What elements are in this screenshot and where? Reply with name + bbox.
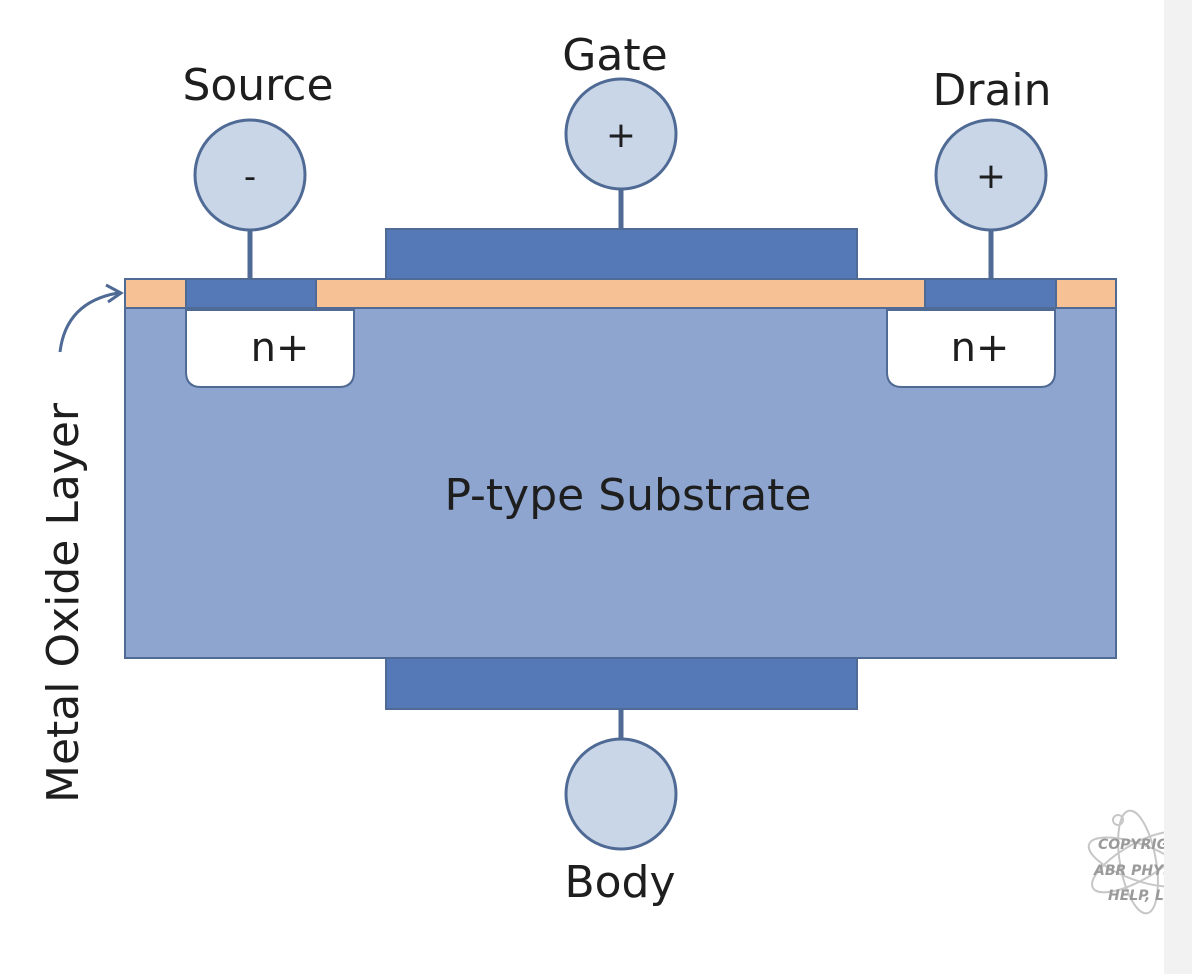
drain-terminal [934, 118, 1048, 232]
atom-logo-icon [1087, 809, 1164, 915]
watermark-line1: COPYRIGHT [1098, 837, 1164, 853]
body-electrode [385, 657, 858, 710]
source-contact [185, 278, 317, 309]
drain-well-label: n+ [951, 325, 1010, 371]
gate-label: Gate [562, 30, 667, 81]
source-sign: - [244, 157, 256, 197]
body-label: Body [564, 857, 675, 908]
source-well-label: n+ [251, 325, 310, 371]
mosfet-diagram: n+ n+ P-type Substrate - + + Source Gate… [38, 30, 1164, 915]
drain-label: Drain [932, 65, 1051, 116]
source-label: Source [182, 60, 333, 111]
oxide-pointer-arrow [58, 291, 119, 353]
gate-terminal [564, 77, 678, 191]
gate-electrode [385, 228, 858, 280]
watermark-line2: ABR PHYSIC [1093, 863, 1164, 879]
oxide-layer-label: Metal Oxide Layer [38, 402, 89, 803]
source-n-well [185, 309, 355, 388]
arrowhead-icon [105, 283, 124, 304]
body-terminal [564, 737, 678, 851]
right-edge-strip [1164, 0, 1192, 974]
drain-n-well [886, 309, 1056, 388]
gate-sign: + [606, 115, 636, 156]
watermark-line3: HELP, LLC [1108, 888, 1164, 904]
source-terminal [193, 118, 307, 232]
drain-sign: + [976, 156, 1006, 197]
substrate-label: P-type Substrate [444, 470, 811, 521]
drain-contact [924, 278, 1057, 309]
